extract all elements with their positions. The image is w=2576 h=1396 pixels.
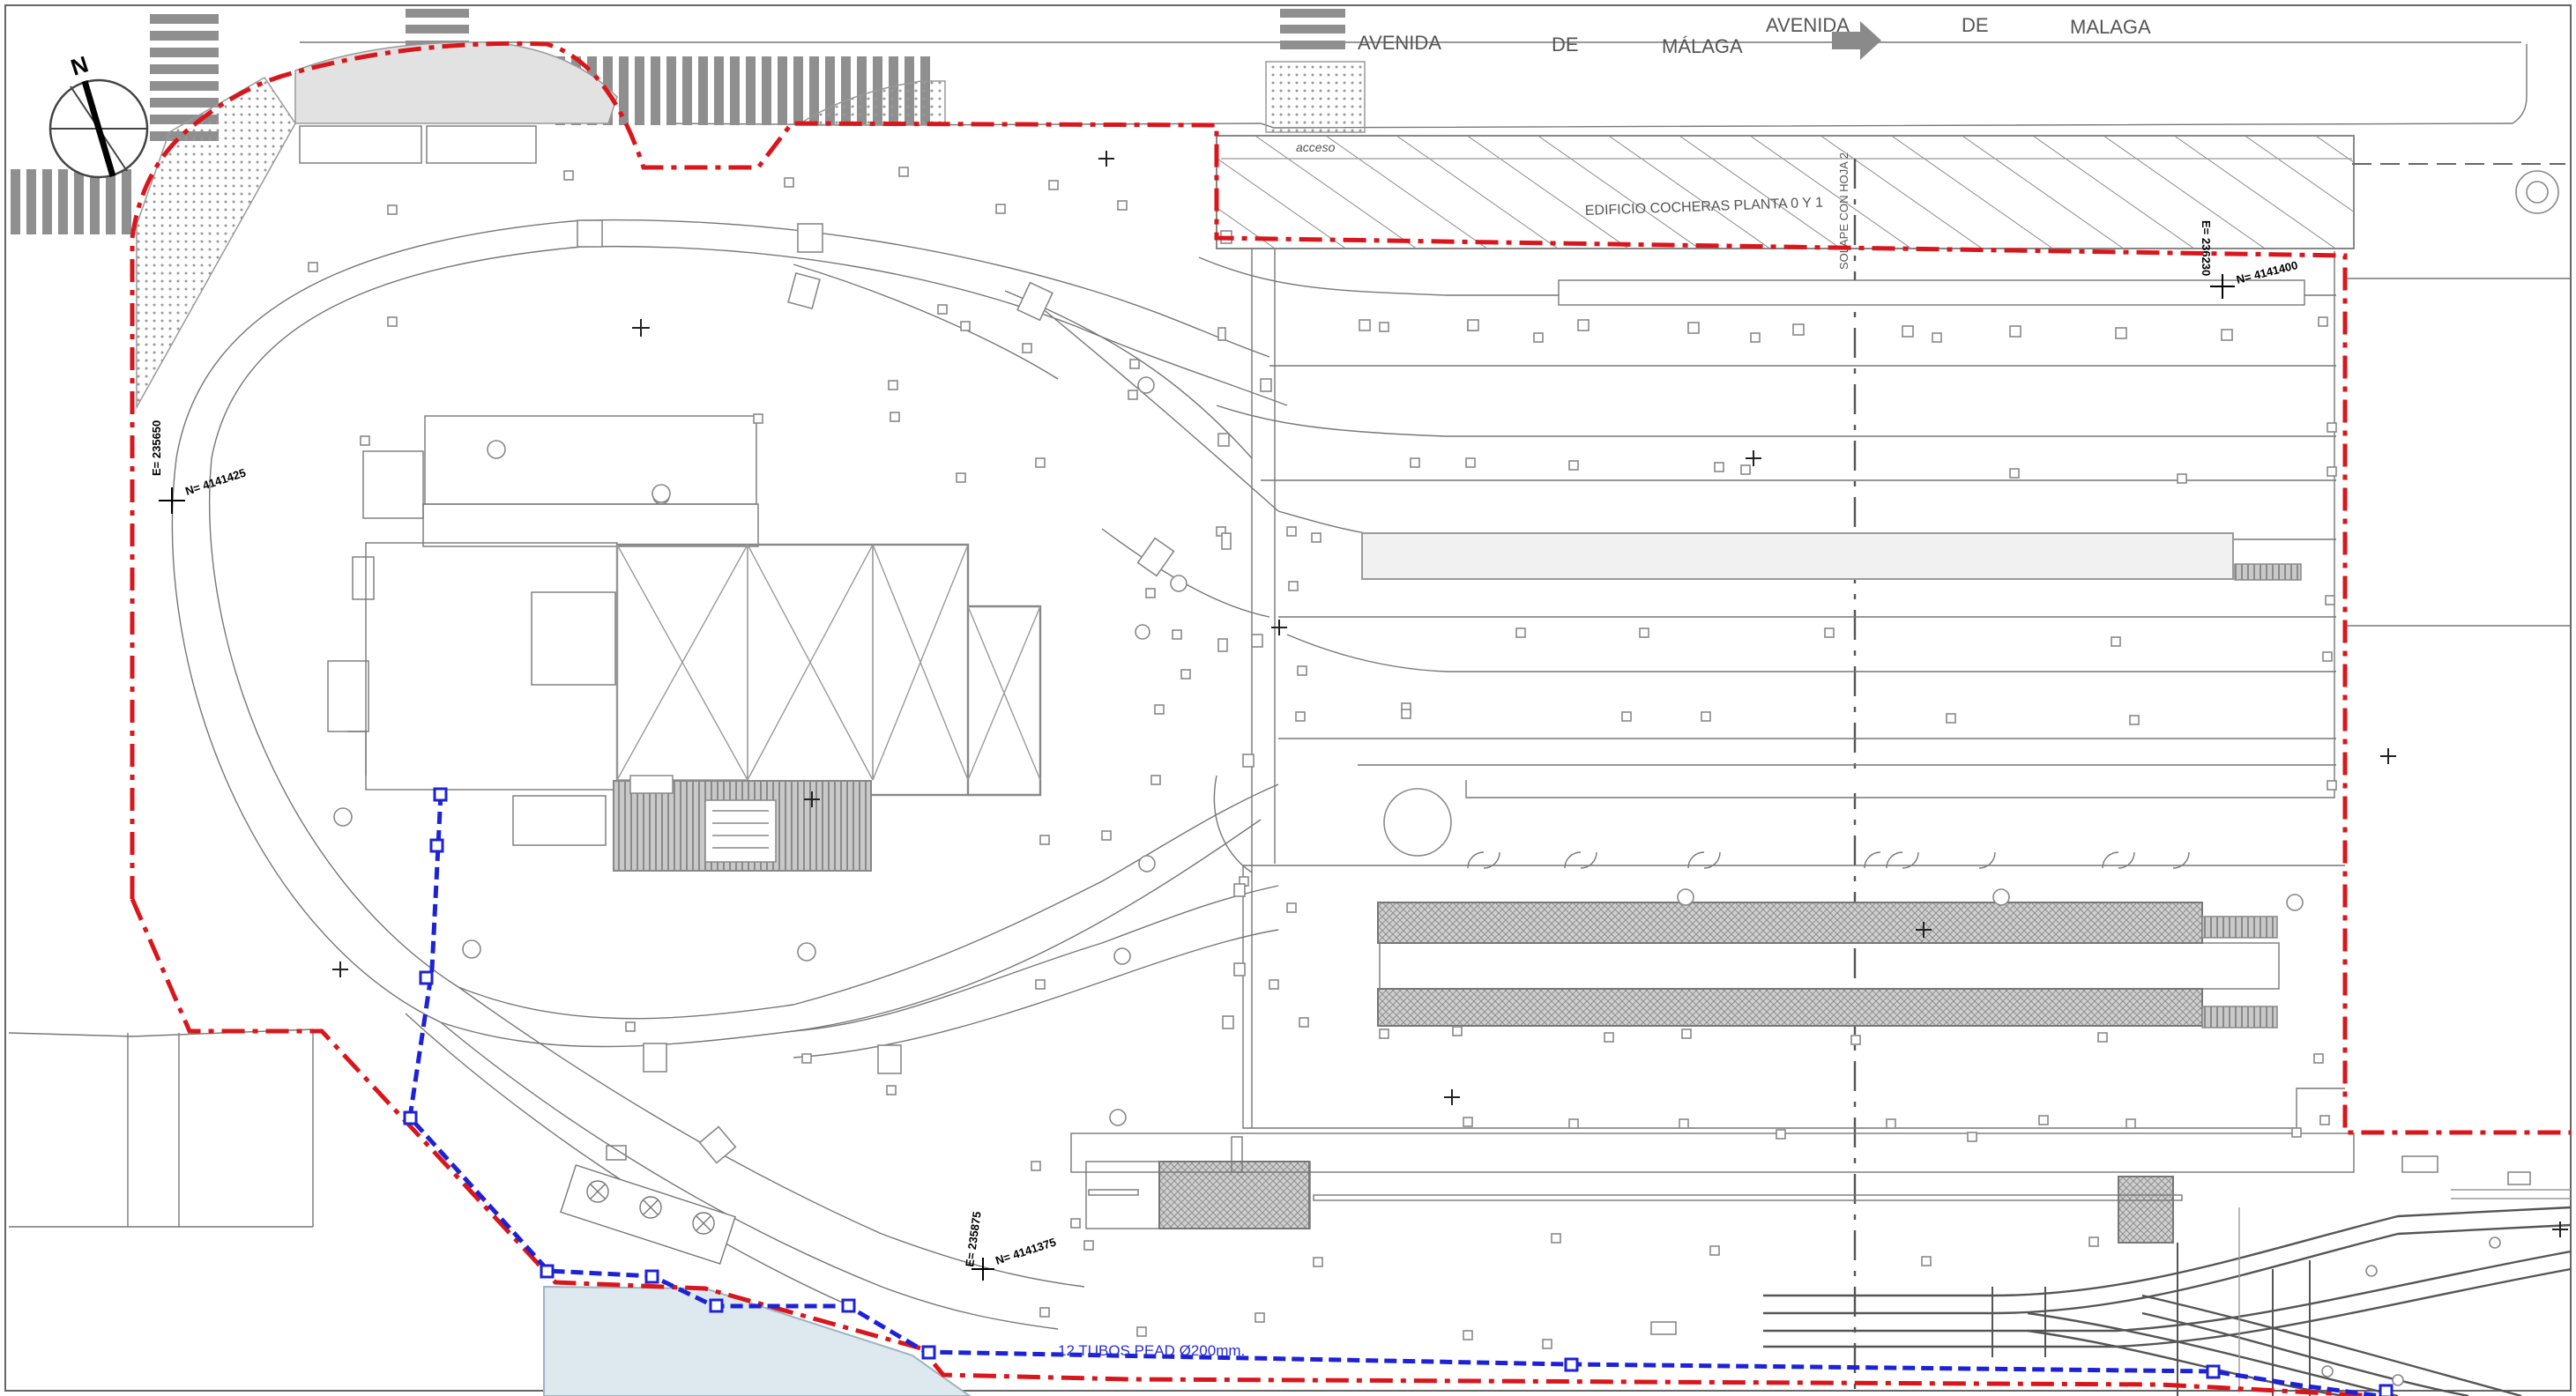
project-boundary-lower (130, 898, 2381, 1396)
track-markers (577, 219, 1175, 1164)
coord-marker-1: E= 235650 N= 4141425 (150, 420, 248, 514)
depot-enclosure (1465, 251, 2335, 798)
coord-3-northing: N= 4141375 (994, 1236, 1057, 1267)
street-name-1c: MÁLAGA (1662, 35, 1743, 57)
conduit-boxes (403, 787, 2394, 1396)
street-name-1b: DE (1552, 33, 1579, 56)
street-labels: AVENIDA DE MÁLAGA AVENIDA DE MALAGA (1358, 14, 2151, 57)
platform-upper-stair (2234, 563, 2302, 581)
water-area (543, 1285, 972, 1396)
frame (4, 4, 2572, 1392)
door-swings (1467, 851, 2190, 869)
street-name-2c: MALAGA (2070, 16, 2151, 38)
paved-island-top (294, 41, 618, 124)
north-arrow-icon: N (48, 50, 149, 179)
station-building (327, 415, 1042, 872)
conduit-route (407, 792, 2381, 1396)
platform-mesh-1 (1377, 902, 2203, 944)
crossing-strip (1265, 61, 1366, 133)
paved-island-left (136, 77, 296, 410)
loop-tracks (171, 219, 1288, 1330)
survey-crosses (332, 151, 2568, 1237)
depot-tracks (1198, 249, 2345, 1128)
turntable (1383, 788, 1452, 857)
bottom-small-details (606, 1145, 2531, 1335)
rail-lines-bottom-right (1763, 1206, 2572, 1396)
equipment-cabinet (560, 1164, 736, 1265)
coord-marker-3: E= 235875 N= 4141375 (963, 1211, 1058, 1281)
pipes-label: 12 TUBOS PEAD Ø200mm. (1058, 1342, 1245, 1359)
station-roof (615, 543, 970, 797)
parking-bays (299, 125, 537, 164)
street-name-1a: AVENIDA (1358, 32, 1441, 54)
building-cocheras (1216, 135, 2355, 249)
circle-markers (333, 440, 2304, 1126)
coord-1-easting: E= 235650 (150, 420, 163, 476)
traffic-arrow-icon (1832, 21, 1881, 60)
project-boundary (130, 41, 2571, 1135)
crosswalk-right (1280, 9, 1345, 49)
coord-1-northing: N= 4141425 (183, 466, 247, 498)
platform-mesh-2 (1377, 988, 2203, 1027)
street-name-2b: DE (1962, 14, 1989, 36)
coord-3-easting: E= 235875 (963, 1211, 984, 1268)
overlap-note: SOLAPE CON HOJA 2 (1837, 152, 1850, 270)
access-label: acceso (1296, 140, 1336, 154)
coord-2-easting: E= 236230 (2200, 220, 2213, 276)
paved-corner (795, 80, 946, 126)
crosswalk-left (11, 169, 131, 234)
platform-upper (1361, 532, 2234, 580)
rail-signals (2321, 1236, 2501, 1386)
small-objects (308, 167, 2337, 1349)
rail-ties (1992, 1243, 2311, 1396)
north-letter: N (68, 50, 92, 80)
